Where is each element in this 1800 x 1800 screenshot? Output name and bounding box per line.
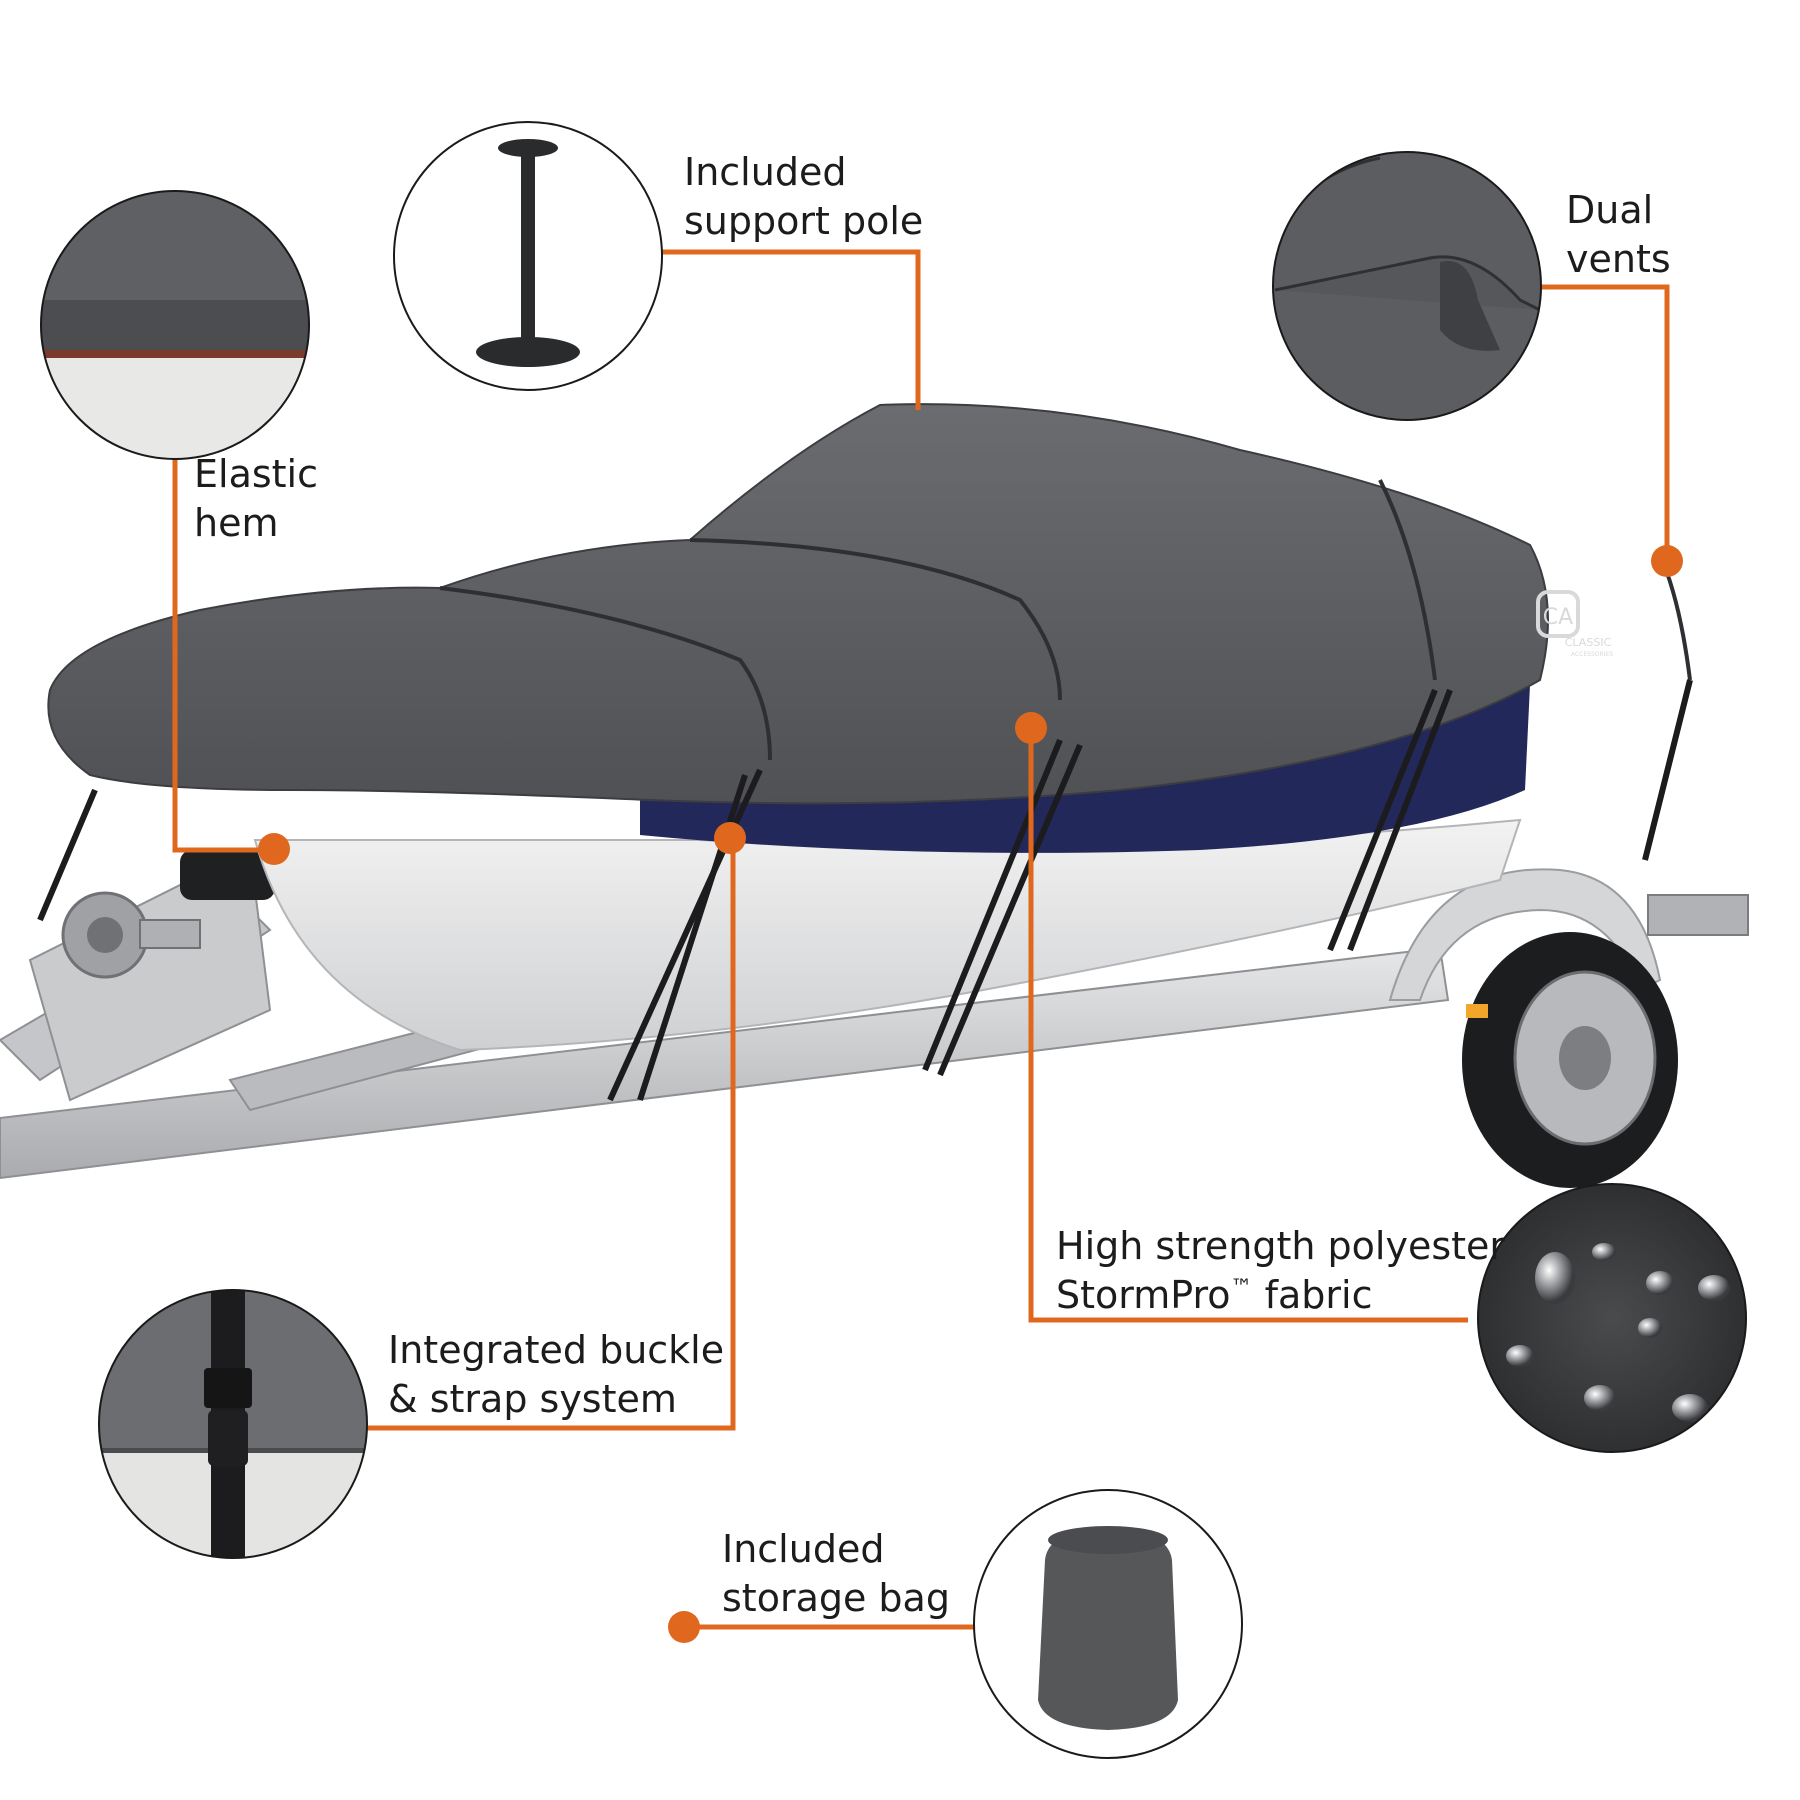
label-line: High strength polyester (1056, 1224, 1506, 1268)
label-buckle: Integrated buckle & strap system (388, 1326, 724, 1424)
label-fabric: High strength polyester StormPro™ fabric (1056, 1222, 1505, 1320)
leader-buckle (367, 838, 736, 1431)
label-line: Included (684, 150, 847, 194)
trademark-symbol: ™ (1230, 1275, 1253, 1301)
leader-elastic-hem (172, 448, 274, 853)
cover-seam (689, 538, 1062, 701)
svg-text:CA: CA (1543, 605, 1573, 630)
water-droplets-icon (1477, 1183, 1747, 1453)
trailer-wheel (1462, 932, 1678, 1188)
label-line: Included (722, 1527, 885, 1571)
elastic-hem-icon (40, 190, 310, 460)
fabric-word: fabric (1252, 1273, 1373, 1317)
svg-text:CLASSIC: CLASSIC (1565, 636, 1612, 649)
leader-dots (258, 545, 1683, 1643)
leader-fabric (1028, 730, 1468, 1323)
label-line: Elastic (194, 452, 319, 496)
label-line: Dual (1566, 188, 1654, 232)
hull-stripe (640, 685, 1530, 853)
boat-hull (253, 685, 1530, 1052)
label-line: & strap system (388, 1377, 677, 1421)
label-line: Integrated buckle (388, 1328, 725, 1372)
cover-seam (439, 586, 772, 761)
winch-icon (61, 891, 201, 979)
buckle-strap-icon (98, 1289, 368, 1559)
vent-flap-icon (1272, 151, 1542, 421)
leader-lines (172, 249, 1670, 1630)
brand-logo: CA CLASSIC ACCESSORIES (1536, 590, 1613, 658)
label-elastic-hem: Elastic hem (194, 450, 318, 548)
label-line: support pole (684, 199, 924, 243)
tail-light (1647, 894, 1749, 936)
storage-bag-icon (973, 1489, 1243, 1759)
tie-down-straps (37, 679, 1693, 1102)
svg-text:ACCESSORIES: ACCESSORIES (1571, 651, 1613, 658)
label-line: vents (1566, 237, 1671, 281)
leader-support-pole (662, 249, 921, 410)
label-line: hem (194, 501, 279, 545)
support-pole-icon (393, 121, 663, 391)
brand-fabric-name: StormPro (1056, 1273, 1231, 1317)
bow-roller (180, 850, 275, 900)
label-line: storage bag (722, 1576, 950, 1620)
label-dual-vents: Dual vents (1566, 186, 1671, 284)
leader-dual-vents (1540, 284, 1670, 563)
label-line: StormPro™ fabric (1056, 1271, 1505, 1320)
winch-stand (28, 848, 272, 1102)
cover-seam (1378, 479, 1437, 681)
label-support-pole: Included support pole (684, 148, 923, 246)
trailer-rail (0, 946, 1450, 1180)
label-storage-bag: Included storage bag (722, 1525, 950, 1623)
